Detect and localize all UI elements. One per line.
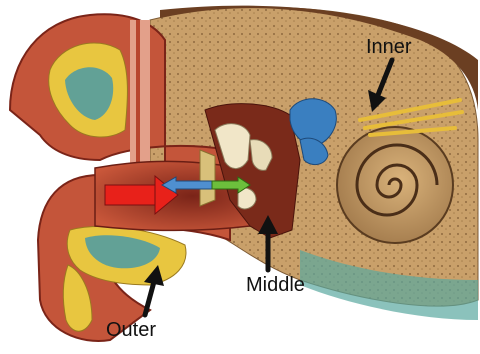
middle-ear-label: Middle — [246, 275, 305, 295]
outer-ear-label: Outer — [106, 320, 156, 340]
inner-ear-label: Inner — [366, 37, 412, 57]
eardrum — [200, 150, 215, 206]
